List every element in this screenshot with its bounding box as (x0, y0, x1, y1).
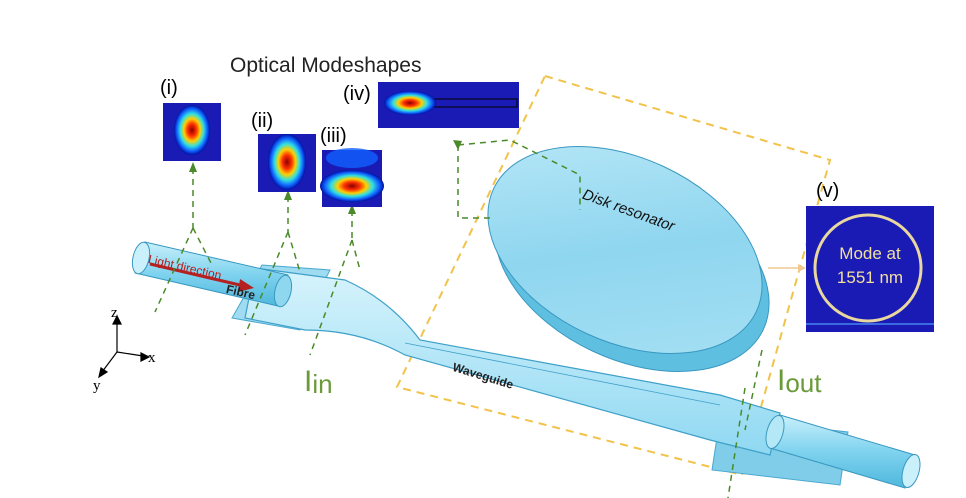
mode-ring (806, 213, 934, 325)
panel-label-i: (i) (160, 77, 178, 99)
disk-plane-outline (395, 74, 832, 477)
panel-label-iv: (iv) (343, 83, 371, 105)
mode-image-iv (378, 82, 519, 128)
arrow-up-icon-ii (284, 190, 292, 200)
arrow-up-icon-iii (348, 204, 356, 214)
panel-label-v: (v) (816, 180, 840, 202)
mode-image-ii (258, 134, 316, 192)
output-fibre-end (901, 454, 921, 488)
input-intensity-subscript: in (312, 369, 333, 399)
panel-label-iii: (iii) (320, 125, 347, 147)
input-intensity-label: Iin (304, 365, 333, 399)
waveguide (244, 267, 781, 456)
mode-arrow-head-icon (798, 264, 806, 272)
waveguide-edge (404, 342, 721, 406)
mode-image-v: Mode at 1551 nm (806, 206, 934, 332)
axis-y-label: y (93, 378, 101, 394)
figure-title: Optical Modeshapes (230, 54, 422, 77)
projection-lines (154, 139, 763, 498)
mode-text-line2: 1551 nm (836, 268, 904, 287)
mode-image-iii (320, 148, 384, 207)
output-intensity-symbol: I (777, 364, 786, 397)
arrow-up-icon-iv (453, 140, 462, 150)
output-fibre-tip (765, 415, 785, 449)
mode-image-i (163, 103, 221, 161)
input-fibre-end (131, 241, 151, 275)
axis-x-label: x (148, 350, 156, 366)
axis-triad (98, 314, 151, 379)
input-fibre-tip (273, 274, 293, 308)
panel-label-ii: (ii) (251, 110, 274, 132)
output-intensity-subscript: out (785, 368, 822, 398)
input-intensity-symbol: I (304, 365, 313, 398)
arrow-up-icon-i (189, 162, 197, 172)
disk-resonator (487, 146, 763, 354)
light-direction-arrow (149, 262, 245, 288)
arrow-head-icon (238, 279, 254, 292)
mode-text-line1: Mode at (839, 244, 901, 263)
axis-z-label: z (111, 305, 118, 321)
output-intensity-label: Iout (777, 364, 822, 398)
